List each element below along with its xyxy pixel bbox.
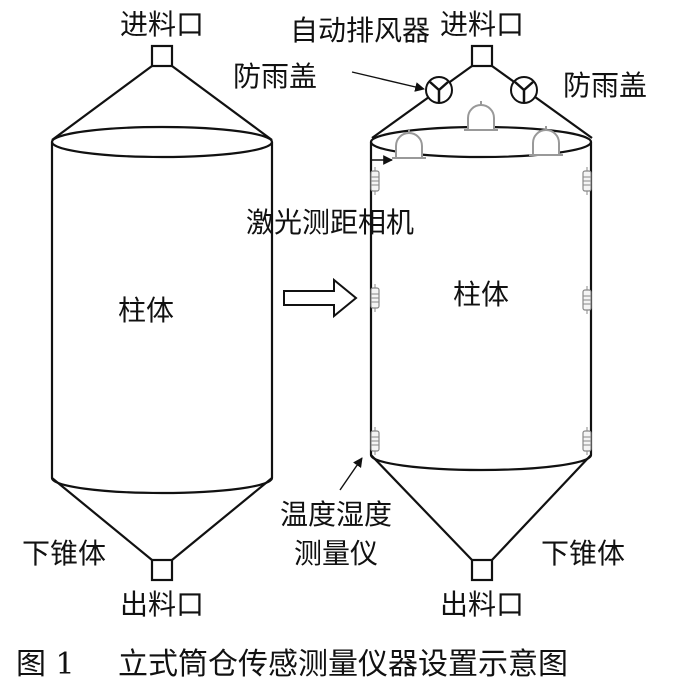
sensor-label-line2: 测量仪 <box>294 537 378 570</box>
rain-cover-right-icon <box>510 76 538 104</box>
left-cone-left <box>51 477 153 561</box>
right-bottom-arc <box>369 454 593 472</box>
left-cone-label: 下锥体 <box>22 537 106 570</box>
sensor-label-line1: 温度湿度 <box>280 498 392 531</box>
rain-cover-left-icon <box>425 76 453 104</box>
left-body-label: 柱体 <box>118 294 174 327</box>
left-inlet-box <box>150 44 174 68</box>
sensor-icon <box>582 426 592 456</box>
right-cone-label: 下锥体 <box>541 537 625 570</box>
right-body-label: 柱体 <box>453 278 509 311</box>
left-outlet-label: 出料口 <box>120 588 204 621</box>
left-cone-right <box>171 477 273 561</box>
sensor-icon <box>370 166 380 196</box>
laser-camera-label: 激光测距相机 <box>246 206 414 239</box>
right-cone-right <box>491 454 592 561</box>
auto-fan-label: 自动排风器 <box>290 14 430 47</box>
sensor-icon <box>582 285 592 315</box>
right-outlet-label: 出料口 <box>440 588 524 621</box>
left-inlet-label: 进料口 <box>120 8 204 41</box>
transition-arrow <box>283 277 358 319</box>
right-roof-right <box>491 65 593 139</box>
left-silo: 进料口 柱体 下锥体 出料口 <box>22 8 274 621</box>
rain-cover-right-label: 防雨盖 <box>563 69 647 102</box>
figure-caption: 立式筒仓传感测量仪器设置示意图 <box>118 647 568 682</box>
sensor-icon <box>582 166 592 196</box>
right-cone-left <box>370 454 473 561</box>
left-outlet-box <box>150 558 174 582</box>
rain-cover-pointer <box>351 71 425 92</box>
right-roof-left <box>371 65 473 139</box>
sensor-pointer <box>339 457 363 491</box>
right-silo: 进料口 自动排风器 防雨盖 防雨盖 激光测距相机 柱体 温度湿度 测量仪 下锥体… <box>233 8 647 621</box>
left-bottom-arc <box>50 477 274 495</box>
figure-number: 图 1 <box>16 647 75 682</box>
laser-camera-icon <box>463 100 499 131</box>
left-roof-left <box>51 65 153 141</box>
right-inlet-label: 进料口 <box>440 8 524 41</box>
left-roof-right <box>171 65 273 141</box>
rain-cover-left-label: 防雨盖 <box>233 60 317 93</box>
sensor-icon <box>370 283 380 313</box>
sensor-icon <box>370 426 380 456</box>
left-top-ellipse <box>50 125 274 159</box>
right-inlet-box <box>470 44 494 68</box>
right-outlet-box <box>470 558 494 582</box>
